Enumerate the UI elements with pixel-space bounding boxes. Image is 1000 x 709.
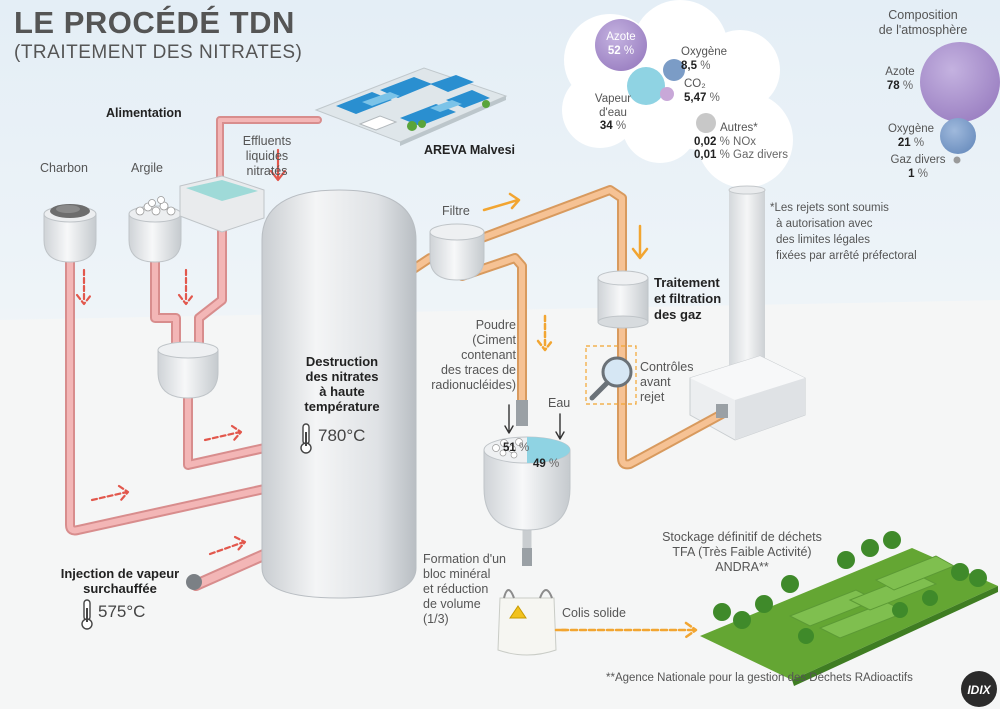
idix-logo: IDIX [961, 671, 997, 707]
thermometer-icon [300, 423, 312, 454]
powder-label: Poudre (Ciment contenant des traces de r… [431, 318, 516, 392]
cement-mixer [483, 436, 571, 531]
powder-arrow [536, 314, 554, 352]
coal-label: Charbon [40, 161, 88, 175]
atmosphere-nitrogen-bubble [920, 42, 1000, 122]
powder-inlet-arrow [504, 404, 514, 434]
solid-package [497, 589, 557, 656]
logo-text: IDIX [967, 683, 991, 697]
coal-hopper [43, 204, 97, 263]
atmosphere-bubbles [920, 42, 1000, 164]
clay-arrow [177, 268, 195, 306]
pipes [65, 116, 727, 591]
emissions-note: *Les rejets sont soumis à autorisation a… [770, 202, 917, 262]
atmosphere-oxygen-bubble [940, 118, 976, 154]
emission-bubbles [595, 19, 716, 133]
water-percentage: 49 % [533, 458, 560, 470]
site-label: AREVA Malvesi [424, 143, 516, 157]
nitrogen-bubble [595, 19, 647, 71]
storage-label: Stockage définitif de déchets TFA (Très … [662, 530, 822, 574]
page-title: LE PROCÉDÉ TDN [14, 5, 295, 40]
filter-unit [429, 223, 485, 281]
others-bubble [696, 113, 716, 133]
thermometer-icon [81, 599, 93, 630]
magnifier-icon [585, 345, 637, 405]
mixer-arrow [203, 424, 243, 442]
emission-nitrogen-label: Azote 52 % [606, 31, 636, 57]
storage-arrow [560, 621, 698, 639]
coal-arrow [75, 268, 93, 306]
atmosphere-other-label: Gaz divers 1 % [890, 154, 946, 180]
landfill-illustration [700, 531, 998, 686]
coal-feed-arrow [90, 484, 130, 502]
formation-label: Formation d'un bloc minéral et réduction… [423, 552, 506, 626]
page-subtitle: (TRAITEMENT DES NITRATES) [14, 42, 303, 63]
gas-treatment-unit [597, 270, 649, 329]
feed-mixer [157, 341, 219, 399]
areva-site-illustration [314, 67, 508, 146]
reactor-temperature: 780°C [318, 426, 366, 445]
emission-co2-label: CO₂ 5,47 % [684, 78, 720, 104]
emission-vapor-label: Vapeur d'eau 34 % [594, 93, 632, 132]
water-vapor-bubble [627, 67, 665, 105]
reactor-vessel [261, 189, 417, 599]
feed-label: Alimentation [106, 106, 182, 120]
atmosphere-title: Composition de l'atmosphère [878, 8, 968, 37]
filter-label: Filtre [442, 204, 470, 218]
gas-treatment-label: Traitement et filtration des gaz [654, 275, 722, 322]
steam-label: Injection de vapeur surchauffée [60, 566, 180, 596]
filter-arrow [482, 192, 521, 212]
effluents-label: Effluents liquides nitratés [242, 134, 292, 178]
emission-others-label: Autres* 0,02 % NOx 0,01 % Gaz divers [694, 122, 788, 161]
footnote: **Agence Nationale pour la gestion des D… [606, 672, 913, 684]
powder-percentage: 51 % [503, 442, 530, 454]
flow-arrows [75, 148, 698, 639]
water-inlet-arrow [555, 413, 565, 440]
steam-arrow [208, 535, 247, 556]
atmosphere-nitrogen-label: Azote 78 % [885, 66, 915, 92]
package-label: Colis solide [562, 606, 626, 620]
clay-hopper [128, 196, 182, 263]
emission-oxygen-label: Oxygène 8,5 % [681, 46, 728, 72]
feed-arrow [269, 148, 287, 182]
controls-label: Contrôles avant rejet [640, 360, 694, 404]
steam-temperature: 575°C [98, 602, 146, 621]
treatment-arrow [631, 224, 649, 260]
water-label: Eau [548, 396, 571, 410]
atmosphere-other-bubble [953, 156, 961, 164]
co2-bubble [660, 87, 674, 101]
atmosphere-oxygen-label: Oxygène 21 % [887, 123, 935, 149]
clay-label: Argile [131, 161, 163, 175]
oxygen-bubble [663, 59, 685, 81]
reactor-label: Destruction des nitrates à haute tempéra… [304, 354, 380, 414]
effluent-tank [179, 175, 265, 233]
